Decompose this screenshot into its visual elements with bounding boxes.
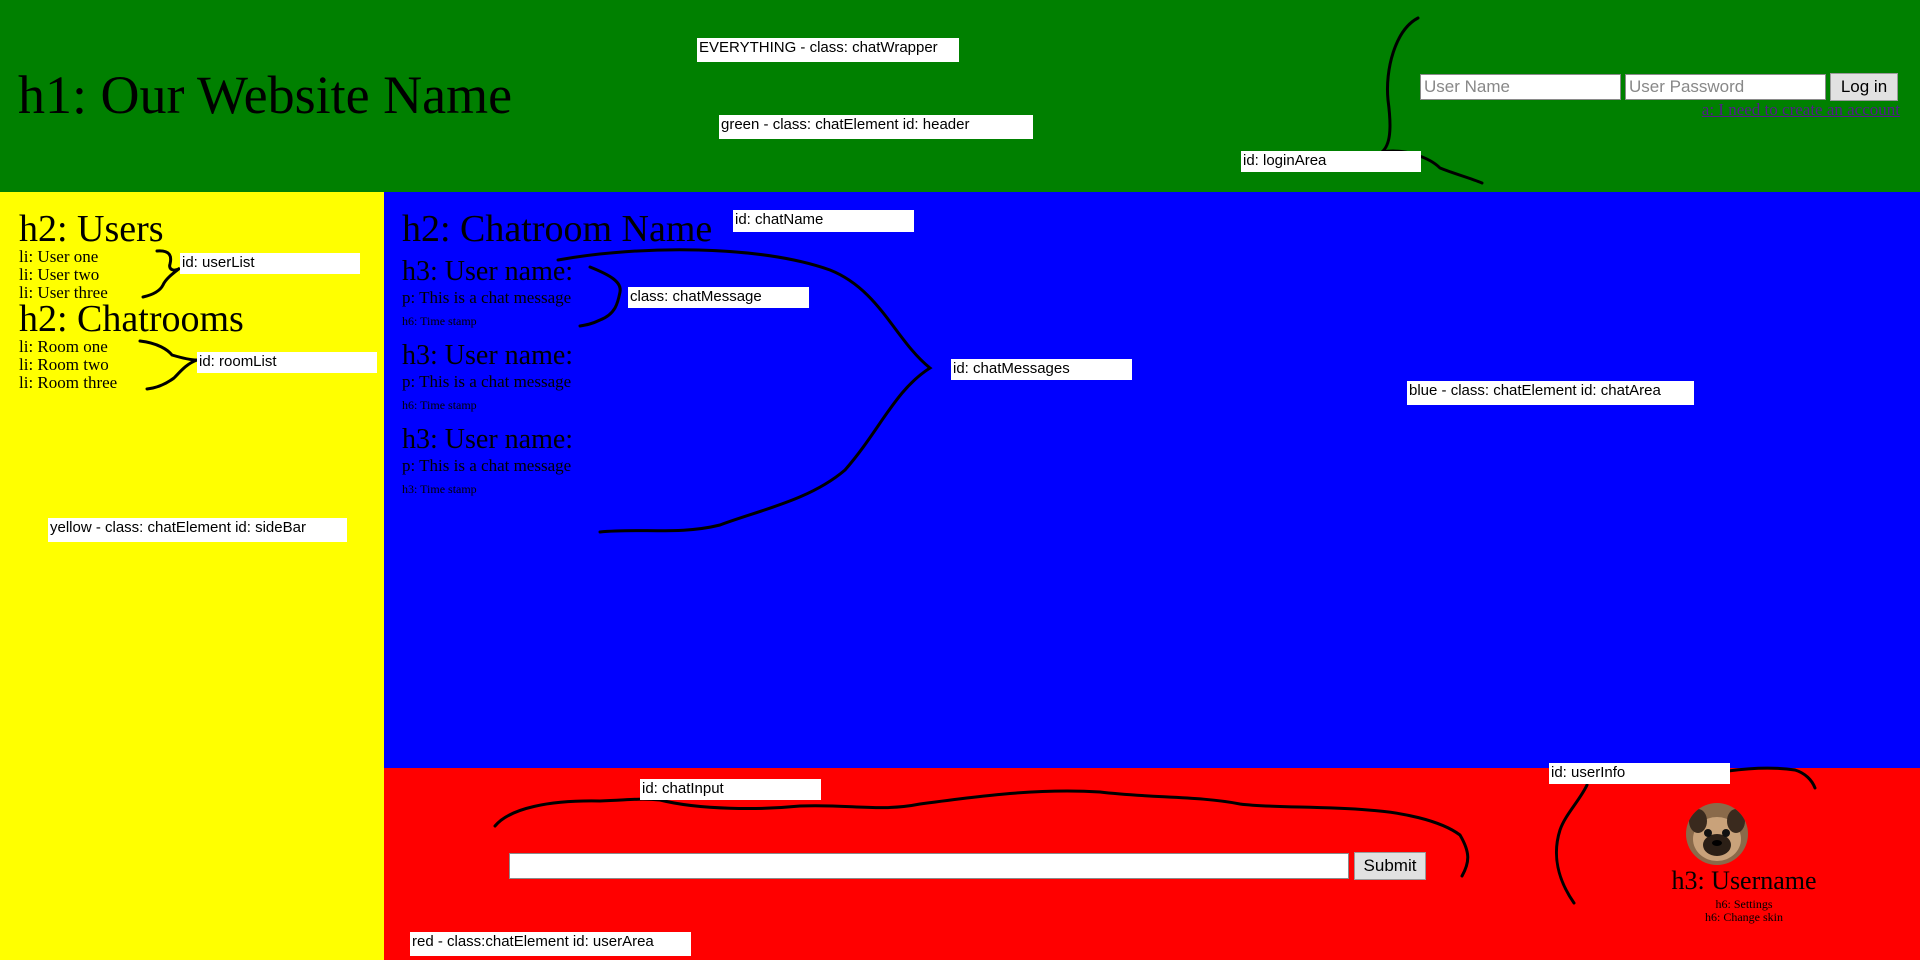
- user-list-item[interactable]: li: User one: [19, 247, 99, 266]
- submit-button[interactable]: Submit: [1354, 852, 1426, 880]
- annotation-chat-message: class: chatMessage: [628, 287, 809, 308]
- chatroom-name: h2: Chatroom Name: [402, 208, 713, 250]
- site-title: h1: Our Website Name: [18, 65, 513, 125]
- annotation-chat-name: id: chatName: [733, 210, 914, 232]
- room-list-item[interactable]: li: Room three: [19, 373, 118, 392]
- login-button[interactable]: Log in: [1830, 73, 1898, 101]
- message-text: p: This is a chat message: [402, 372, 572, 391]
- message-text: p: This is a chat message: [402, 456, 572, 475]
- annotation-chat-wrapper: EVERYTHING - class: chatWrapper: [697, 38, 959, 62]
- annotation-sidebar: yellow - class: chatElement id: sideBar: [48, 518, 347, 542]
- message-username: h3: User name:: [402, 424, 574, 455]
- room-list-item[interactable]: li: Room two: [19, 355, 109, 374]
- settings-link[interactable]: h6: Settings: [1715, 897, 1773, 911]
- message-timestamp: h6: Time stamp: [402, 314, 477, 328]
- room-list-item[interactable]: li: Room one: [19, 337, 108, 356]
- user-list-item[interactable]: li: User three: [19, 283, 108, 302]
- chat-message-input[interactable]: [509, 853, 1349, 879]
- change-skin-link[interactable]: h6: Change skin: [1705, 910, 1783, 924]
- annotation-room-list: id: roomList: [197, 352, 377, 373]
- chat-area: h2: Chatroom Name h3: User name: p: This…: [384, 192, 1920, 768]
- username-heading: h3: Username: [1671, 866, 1817, 895]
- create-account-link[interactable]: a: I need to create an account: [1701, 100, 1900, 119]
- header: h1: Our Website Name Log in a: I need to…: [0, 0, 1920, 192]
- annotation-chat-area: blue - class: chatElement id: chatArea: [1407, 381, 1694, 405]
- users-heading: h2: Users: [19, 208, 164, 250]
- message-username: h3: User name:: [402, 340, 574, 371]
- user-list-item[interactable]: li: User two: [19, 265, 100, 284]
- username-input[interactable]: [1420, 74, 1621, 100]
- annotation-login-area: id: loginArea: [1241, 151, 1421, 172]
- annotation-chat-messages: id: chatMessages: [951, 359, 1132, 380]
- message-username: h3: User name:: [402, 256, 574, 287]
- annotation-chat-input: id: chatInput: [640, 779, 821, 800]
- chatrooms-heading: h2: Chatrooms: [19, 298, 244, 340]
- annotation-user-info: id: userInfo: [1549, 763, 1730, 784]
- message-timestamp: h3: Time stamp: [402, 482, 477, 496]
- annotation-user-list: id: userList: [180, 253, 360, 274]
- message-text: p: This is a chat message: [402, 288, 572, 307]
- message-timestamp: h6: Time stamp: [402, 398, 477, 412]
- annotation-user-area: red - class:chatElement id: userArea: [410, 932, 691, 956]
- pug-avatar-icon[interactable]: [1686, 803, 1748, 865]
- annotation-header: green - class: chatElement id: header: [719, 115, 1033, 139]
- sidebar: h2: Users li: User one li: User two li: …: [0, 192, 384, 960]
- password-input[interactable]: [1625, 74, 1826, 100]
